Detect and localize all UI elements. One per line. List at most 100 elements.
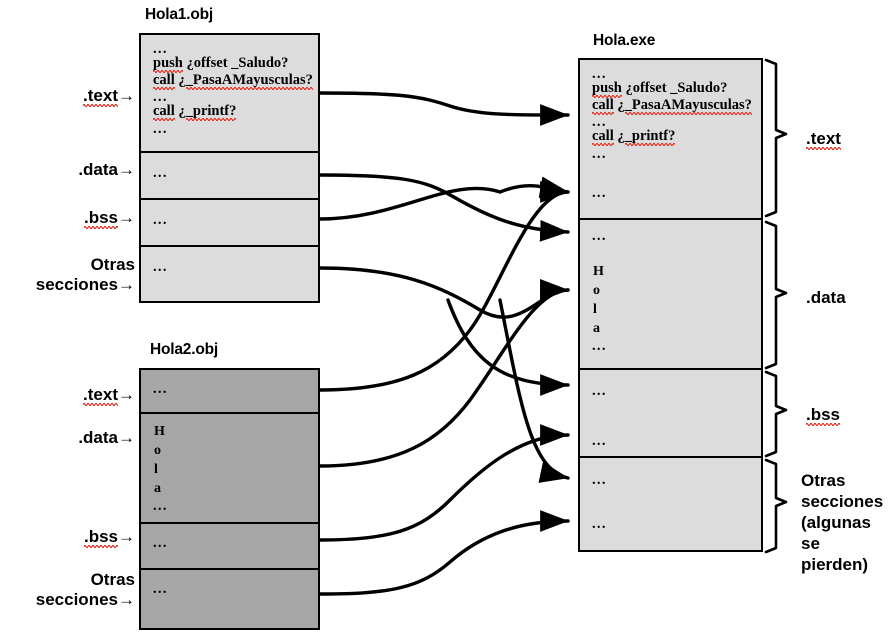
exe-code-call-pasa: call ¿_PasaAMayusculas? bbox=[592, 97, 752, 114]
exe-text-dots-4: ... bbox=[592, 185, 607, 201]
hola1-section-bss: ... bbox=[141, 200, 318, 247]
hola2-label-otras-line2-value: secciones bbox=[35, 590, 118, 609]
hola2-bss-dots: ... bbox=[153, 535, 168, 551]
hola1-label-text: .text→ bbox=[5, 86, 135, 106]
hola1-code-push: push ¿offset _Saludo? bbox=[153, 55, 288, 72]
code-token-printf-2: _printf? bbox=[624, 128, 676, 144]
brace-data bbox=[764, 220, 788, 370]
hola1-label-data-value: .data bbox=[78, 160, 118, 179]
code-token-pasaamayusculas-2: _PasaAMayusculas? bbox=[624, 97, 752, 113]
hola2-section-bss: ... bbox=[141, 524, 318, 570]
code-token-push-3: push bbox=[592, 80, 622, 96]
hola1-label-bss-value: .bss bbox=[83, 208, 118, 227]
code-token-pasaamayusculas: _PasaAMayusculas? bbox=[185, 72, 313, 88]
hola1-text-dots-top: ... bbox=[153, 41, 168, 57]
hola1-section-otras: ... bbox=[141, 247, 318, 301]
code-token-push-operand: ¿offset _Saludo? bbox=[182, 55, 289, 71]
hola2-label-data: .data→ bbox=[5, 428, 135, 448]
exe-data-dots-bottom: ... bbox=[592, 338, 607, 354]
string-char-H: H bbox=[154, 424, 165, 439]
hola1-bss-dots: ... bbox=[153, 212, 168, 228]
arrow-hola2-text-to-exe bbox=[318, 181, 570, 392]
arrow-right-icon: → bbox=[118, 590, 135, 609]
brace-text bbox=[764, 58, 788, 218]
arrow-hola1-bss-to-exe-text-tail bbox=[318, 176, 570, 221]
hola2-data-string: H o l a bbox=[154, 422, 165, 498]
code-token-q-3: ¿ bbox=[613, 97, 625, 113]
hola2-label-otras-line1: Otras bbox=[90, 570, 135, 589]
hola1-data-dots: ... bbox=[153, 165, 168, 181]
arrow-hola2-data-to-exe-data bbox=[318, 279, 570, 468]
exe-brace-label-otras-line3: (algunas bbox=[801, 513, 871, 532]
code-token-q-2: ¿ bbox=[174, 103, 186, 119]
hola2-section-otras: ... bbox=[141, 570, 318, 628]
hola2-obj-box: ... H o l a ... ... ... bbox=[139, 368, 320, 630]
hola1-label-otras-line2-value: secciones bbox=[35, 275, 118, 294]
exe-text-dots-mid: ... bbox=[592, 114, 607, 130]
exe-brace-label-bss: .bss bbox=[806, 405, 841, 425]
hola-exe-title: Hola.exe bbox=[593, 32, 656, 49]
exe-otras-dots-1: ... bbox=[592, 472, 607, 488]
hola2-label-text: .text→ bbox=[5, 385, 135, 405]
exe-data-string: H o l a bbox=[593, 262, 604, 338]
exe-section-data: ... H o l a ... bbox=[580, 220, 761, 370]
string-char-H-2: H bbox=[593, 264, 604, 279]
hola1-code-call-pasa: call ¿_PasaAMayusculas? bbox=[153, 72, 313, 89]
hola1-section-text: ... push ¿offset _Saludo? call ¿_PasaAMa… bbox=[141, 35, 318, 153]
hola2-label-text-value: .text bbox=[83, 385, 118, 404]
hola1-label-data: .data→ bbox=[5, 160, 135, 180]
code-token-push-operand-3: ¿offset _Saludo? bbox=[621, 80, 728, 96]
brace-bss bbox=[764, 370, 788, 458]
exe-otras-dots-2: ... bbox=[592, 516, 607, 532]
arrow-cross-to-exe-bss-top bbox=[446, 298, 570, 396]
hola1-label-otras: Otras secciones→ bbox=[5, 255, 135, 295]
arrow-right-icon: → bbox=[118, 275, 135, 294]
code-token-printf: _printf? bbox=[185, 103, 237, 119]
hola1-label-bss: .bss→ bbox=[5, 208, 135, 228]
string-char-a-2: a bbox=[593, 321, 600, 336]
exe-brace-label-text: .text bbox=[806, 129, 841, 149]
hola1-label-otras-line2: secciones→ bbox=[5, 275, 135, 295]
arrow-hola2-bss-to-exe-bss bbox=[318, 424, 570, 542]
exe-bss-dots-2: ... bbox=[592, 433, 607, 449]
arrow-right-icon: → bbox=[118, 160, 135, 179]
brace-otras bbox=[764, 458, 788, 554]
exe-brace-label-text-value: .text bbox=[806, 129, 841, 148]
hola2-section-text: ... bbox=[141, 370, 318, 414]
hola2-obj-title: Hola2.obj bbox=[150, 341, 218, 358]
code-token-push: push bbox=[153, 55, 183, 71]
code-token-call-2: call bbox=[153, 103, 175, 119]
string-char-a: a bbox=[154, 481, 161, 496]
hola2-label-data-value: .data bbox=[78, 428, 118, 447]
exe-data-dots-top: ... bbox=[592, 228, 607, 244]
code-token-call-4: call bbox=[592, 128, 614, 144]
exe-brace-label-data: .data bbox=[806, 288, 846, 308]
arrow-hola1-otras-to-exe-data-string bbox=[318, 266, 570, 319]
hola1-section-data: ... bbox=[141, 153, 318, 200]
exe-section-text: ... push ¿offset _Saludo? call ¿_PasaAMa… bbox=[580, 60, 761, 220]
exe-brace-label-otras-line4: se bbox=[801, 534, 820, 553]
hola1-obj-box: ... push ¿offset _Saludo? call ¿_PasaAMa… bbox=[139, 33, 320, 303]
exe-brace-label-otras: Otras secciones (algunas se pierden) bbox=[801, 470, 883, 575]
hola2-label-otras-line2: secciones→ bbox=[5, 590, 135, 610]
exe-brace-label-otras-line2: secciones bbox=[801, 492, 884, 511]
code-token-q-4: ¿ bbox=[613, 128, 625, 144]
hola-exe-box: ... push ¿offset _Saludo? call ¿_PasaAMa… bbox=[578, 58, 763, 552]
exe-brace-label-otras-line5: pierden) bbox=[801, 555, 869, 574]
hola1-code-call-printf: call ¿_printf? bbox=[153, 103, 237, 120]
hola2-text-dots: ... bbox=[153, 381, 168, 397]
exe-brace-label-data-value: .data bbox=[806, 288, 846, 307]
exe-brace-label-bss-value: .bss bbox=[806, 405, 841, 424]
string-char-l-2: l bbox=[593, 302, 597, 317]
hola1-label-otras-line1: Otras bbox=[90, 255, 135, 274]
arrow-hola1-data-to-exe-data bbox=[318, 173, 570, 242]
exe-section-otras: ... ... bbox=[580, 458, 761, 550]
arrow-right-icon: → bbox=[118, 208, 135, 227]
hola2-label-bss: .bss→ bbox=[5, 527, 135, 547]
exe-brace-label-otras-line1: Otras bbox=[801, 471, 846, 490]
string-char-o-2: o bbox=[593, 283, 600, 298]
hola1-obj-title: Hola1.obj bbox=[145, 6, 213, 23]
string-char-o: o bbox=[154, 443, 161, 458]
exe-code-push: push ¿offset _Saludo? bbox=[592, 80, 727, 97]
